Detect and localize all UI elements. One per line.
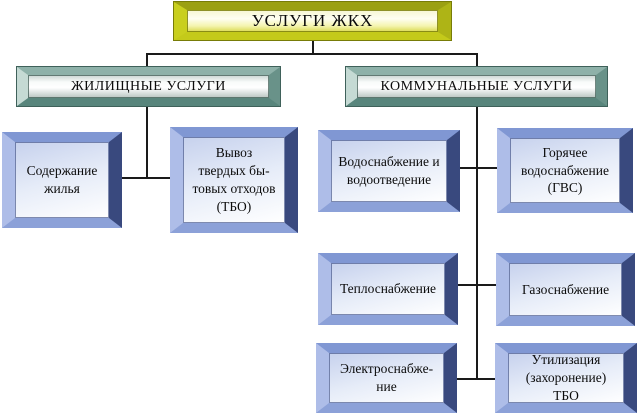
node-gazosnabzhenie: Газоснабжение <box>496 253 635 326</box>
node-label: УСЛУГИ ЖКХ <box>187 10 438 32</box>
node-soderzhanie-zhilya: Содержание жилья <box>2 132 122 228</box>
node-uslugi-zhkh: УСЛУГИ ЖКХ <box>174 2 451 40</box>
node-label: Горячее водоснабжение (ГВС) <box>510 138 620 203</box>
connector-line <box>458 284 497 286</box>
node-label: КОММУНАЛЬНЫЕ УСЛУГИ <box>357 75 596 98</box>
node-label: Вывоз твердых бы- товых отходов (ТБО) <box>183 137 285 223</box>
node-gvs: Горячее водоснабжение (ГВС) <box>497 128 633 213</box>
node-kommunalnye-uslugi: КОММУНАЛЬНЫЕ УСЛУГИ <box>346 67 607 106</box>
node-label: Теплоснабжение <box>331 263 445 315</box>
node-elektrosnabzhenie: Электроснабже- ние <box>316 343 457 413</box>
node-label: Содержание жилья <box>15 142 109 218</box>
node-teplosnabzhenie: Теплоснабжение <box>318 253 458 325</box>
node-vodosnabzhenie: Водоснабжение и водоотведение <box>318 130 460 212</box>
connector-line <box>146 53 478 55</box>
node-label: ЖИЛИЩНЫЕ УСЛУГИ <box>28 75 269 98</box>
connector-line <box>457 378 496 380</box>
connector-line <box>146 106 148 179</box>
node-zhilischnye-uslugi: ЖИЛИЩНЫЕ УСЛУГИ <box>17 67 280 106</box>
connector-line <box>476 53 478 68</box>
connector-line <box>312 40 314 55</box>
connector-line <box>122 177 170 179</box>
node-label: Электроснабже- ние <box>329 353 444 403</box>
connector-line <box>476 106 478 380</box>
node-utilizatsiya-tbo: Утилизация (захоронение) ТБО <box>495 343 637 413</box>
node-label: Водоснабжение и водоотведение <box>331 140 447 202</box>
connector-line <box>459 167 497 169</box>
node-label: Газоснабжение <box>509 263 622 316</box>
node-vyvoz-tbo: Вывоз твердых бы- товых отходов (ТБО) <box>170 127 298 233</box>
node-label: Утилизация (захоронение) ТБО <box>508 352 624 403</box>
connector-line <box>146 53 148 68</box>
